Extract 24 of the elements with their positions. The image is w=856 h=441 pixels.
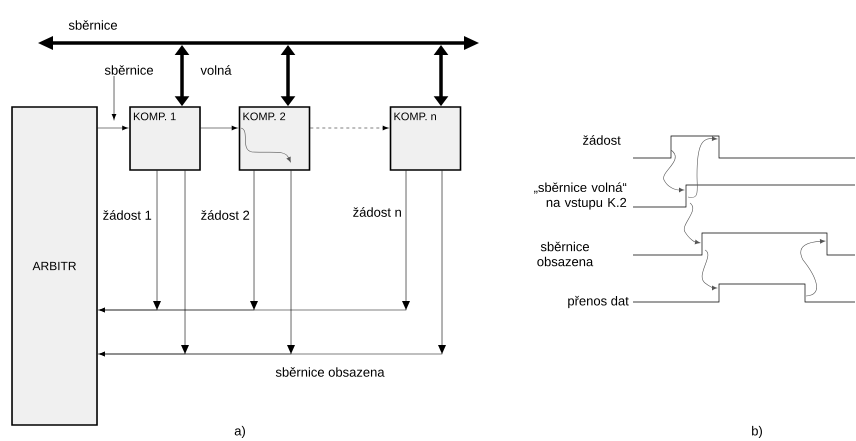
arrow [98, 170, 410, 312]
panel-label: a) [234, 426, 245, 438]
edge-label: žádost 1 [103, 210, 152, 220]
component-box: KOMP. n [390, 106, 462, 171]
edge-label: žádost 2 [201, 210, 250, 220]
component-box: KOMP. 2 [238, 106, 310, 171]
arrow [200, 126, 238, 130]
arrow [98, 170, 446, 356]
signal-label: sběrnice obsazena [537, 242, 594, 266]
signal-label: přenos dat [568, 296, 629, 308]
bus-line [38, 36, 479, 50]
panel-label: b) [752, 426, 762, 438]
annotation-text: volná [200, 65, 232, 75]
signal-label: žádost [583, 135, 621, 145]
block-box: ARBITR [11, 106, 98, 426]
arrow [98, 126, 128, 130]
edge-label: žádost n [353, 207, 401, 217]
arrow [310, 126, 389, 130]
annotation-text: sběrnice [104, 65, 153, 75]
component-box: KOMP. 1 [129, 106, 201, 171]
edge-label: sběrnice obsazena [276, 367, 385, 377]
leader-line [112, 76, 116, 120]
bus-label: sběrnice [68, 20, 117, 30]
signal-label: „sběrnice volná“ na vstupu K.2 [534, 182, 626, 210]
